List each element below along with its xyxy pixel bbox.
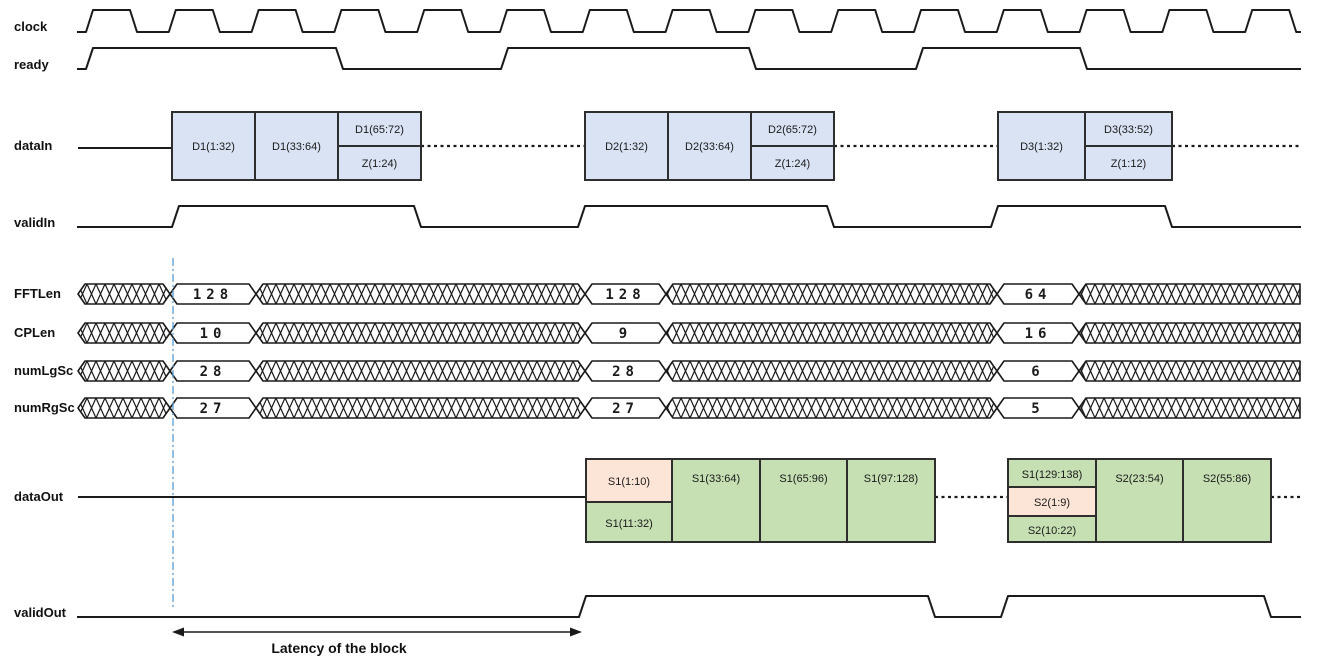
data-frame-cell [1084, 111, 1173, 147]
bus-unknown-segment [665, 360, 998, 382]
wave-text: D1(33:64) [272, 141, 321, 153]
data-frame-cell [750, 145, 835, 181]
data-frame-cell [171, 111, 256, 181]
signal-label-dataIn: dataIn [14, 138, 53, 153]
data-frame-cell [585, 458, 673, 503]
wave-text: Z(1:12) [1111, 158, 1146, 170]
wave-text: D2(1:32) [605, 141, 648, 153]
data-frame-cell [585, 501, 673, 543]
wave-text: 28 [200, 364, 227, 380]
signal-dataIn-wave: D1(1:32) D1(33:64) D1(65:72) Z(1:24) D2(1:32… [78, 111, 1300, 181]
signal-numRgSc-wave: 27 27 5 [77, 397, 1301, 419]
wave-text: 28 [612, 364, 639, 380]
latency-label: Latency of the block [271, 640, 407, 656]
bus-unknown-segment [255, 397, 586, 419]
wave-text: 27 [200, 401, 227, 417]
bus-unknown-segment [1078, 397, 1301, 419]
wave-text: D3(1:32) [1020, 141, 1063, 153]
data-frame-cell [1095, 458, 1184, 543]
bus-unknown-segment [1078, 283, 1301, 305]
wave-text: D3(33:52) [1104, 124, 1153, 136]
wave-text: 64 [1025, 287, 1052, 303]
signal-dataOut-wave: S1(1:10) S1(11:32) S1(33:64) S1(65:96) S1(97… [78, 458, 1300, 543]
bus-unknown-segment [255, 322, 586, 344]
data-frame-cell [1007, 458, 1097, 488]
signal-label-CPLen: CPLen [14, 325, 56, 340]
data-frame-cell [750, 111, 835, 147]
wave-text: S1(129:138) [1022, 469, 1083, 481]
data-frame-cell [584, 111, 669, 181]
wave-text: Z(1:24) [775, 158, 810, 170]
signal-validIn-wave [77, 205, 1301, 228]
wave-text: D1(65:72) [355, 124, 404, 136]
signal-label-validOut: validOut [14, 605, 67, 620]
bus-unknown-segment [665, 322, 998, 344]
wave-text: 16 [1025, 326, 1052, 342]
data-frame-cell [671, 458, 761, 543]
wave-text: 6 [1031, 364, 1044, 380]
signal-numLgSc-wave: 28 28 6 [77, 360, 1301, 382]
data-frame-cell [1182, 458, 1272, 543]
bus-unknown-segment [1078, 360, 1301, 382]
data-frame-cell [337, 145, 422, 181]
wave-text: S1(11:32) [605, 518, 653, 530]
bus-unknown-segment [665, 283, 998, 305]
wave-text: 9 [619, 326, 632, 342]
bus-unknown-segment [77, 283, 171, 305]
bus-unknown-segment [77, 322, 171, 344]
data-frame-cell [254, 111, 339, 181]
wave-text: D2(33:64) [685, 141, 734, 153]
data-frame-cell [1007, 515, 1097, 543]
bus-unknown-segment [255, 283, 586, 305]
signal-label-clock: clock [14, 19, 48, 34]
wave-text: 5 [1031, 401, 1044, 417]
signal-validOut-wave [77, 595, 1301, 618]
wave-text: S2(1:9) [1034, 497, 1070, 509]
wave-text: D2(65:72) [768, 124, 817, 136]
signal-label-validIn: validIn [14, 215, 56, 230]
wave-text: S1(97:128) [864, 473, 918, 485]
data-frame-cell [1007, 486, 1097, 517]
wave-text: S2(23:54) [1115, 473, 1163, 485]
data-frame-cell [1084, 145, 1173, 181]
wave-text: S2(55:86) [1203, 473, 1251, 485]
bus-unknown-segment [665, 397, 998, 419]
signal-label-numLgSc: numLgSc [14, 363, 74, 378]
wave-text: S2(10:22) [1028, 525, 1076, 537]
signal-label-numRgSc: numRgSc [14, 400, 75, 415]
data-frame-cell [337, 111, 422, 147]
data-frame-cell [759, 458, 848, 543]
data-frame-cell [997, 111, 1086, 181]
wave-text: Z(1:24) [362, 158, 397, 170]
data-frame-cell [667, 111, 752, 181]
bus-unknown-segment [77, 360, 171, 382]
signal-clock-wave [77, 9, 1301, 33]
signal-label-ready: ready [14, 57, 49, 72]
signal-CPLen-wave: 10 9 16 [77, 322, 1301, 344]
wave-text: 27 [612, 401, 639, 417]
bus-unknown-segment [1078, 322, 1301, 344]
wave-text: D1(1:32) [192, 141, 235, 153]
wave-text: 128 [605, 287, 645, 303]
wave-text: S1(33:64) [692, 473, 740, 485]
signal-label-dataOut: dataOut [14, 489, 64, 504]
signal-FFTLen-wave: 128 128 64 [77, 283, 1301, 305]
signal-label-FFTLen: FFTLen [14, 286, 61, 301]
signal-ready-wave [77, 47, 1301, 70]
bus-unknown-segment [77, 397, 171, 419]
latency-arrow [172, 627, 582, 637]
wave-text: S1(65:96) [779, 473, 827, 485]
data-frame-cell [846, 458, 936, 543]
wave-text: 10 [200, 326, 227, 342]
bus-unknown-segment [255, 360, 586, 382]
wave-text: 128 [193, 287, 233, 303]
wave-text: S1(1:10) [608, 476, 650, 488]
